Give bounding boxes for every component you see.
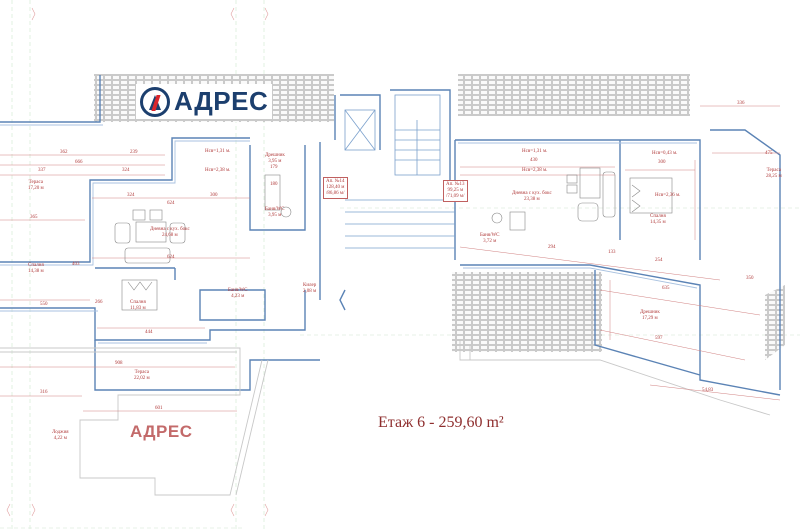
height-note: Нсв=2,38 м. <box>522 168 548 173</box>
floor-title: Етаж 6 - 259,60 m² <box>378 414 504 431</box>
dimension-text: 908 <box>115 361 123 366</box>
stair-block <box>344 94 455 249</box>
brand-logo: АДРЕС <box>136 84 273 119</box>
watermark: АДРЕС <box>130 422 193 441</box>
dimension-text: 597 <box>655 336 663 341</box>
walls-inner <box>0 124 698 344</box>
dimension-lines <box>0 105 781 412</box>
height-note: Нсв=1,31 м. <box>522 149 548 154</box>
dimension-text: 324 <box>127 193 135 198</box>
dimension-text: 336 <box>737 101 745 106</box>
dimension-text: 180 <box>270 182 278 187</box>
height-note: Нсв=2,36 м. <box>655 193 681 198</box>
dimension-text: 324 <box>122 168 130 173</box>
dimension-text: 365 <box>30 215 38 220</box>
walls <box>0 75 781 396</box>
dimension-text: 403 <box>72 262 80 267</box>
dimension-text: 635 <box>662 286 670 291</box>
dimension-text: 337 <box>38 168 46 173</box>
dimension-text: 300 <box>658 160 666 165</box>
dimension-text: 362 <box>60 150 68 155</box>
dimension-text: 254 <box>655 258 663 263</box>
dimension-text: 54,83 <box>702 388 714 393</box>
dimension-text: 550 <box>40 302 48 307</box>
dimension-text: 179 <box>270 165 278 170</box>
dimension-text: 475 <box>765 151 773 156</box>
terrace-outline <box>0 340 771 496</box>
height-note: Нсв=0,43 м. <box>652 151 678 156</box>
height-note: Нсв=2,38 м. <box>205 168 231 173</box>
dimension-text: 266 <box>95 300 103 305</box>
dimension-text: 316 <box>40 390 48 395</box>
dimension-text: 624 <box>167 201 175 206</box>
dimension-text: 624 <box>167 255 175 260</box>
dimension-text: 666 <box>75 160 83 165</box>
dimension-text: 350 <box>746 276 754 281</box>
logo-a-icon <box>140 86 170 117</box>
roof-tiles-top-right <box>458 74 690 116</box>
dimension-text: 444 <box>145 330 153 335</box>
dimension-text: 133 <box>608 250 616 255</box>
roof-tiles-bottom <box>452 272 602 352</box>
logo-text: АДРЕС <box>174 86 269 116</box>
height-note: Нсв=1,31 м. <box>205 149 231 154</box>
dimension-text: 239 <box>130 150 138 155</box>
dimension-text: 294 <box>548 245 556 250</box>
apartment-tag-13: Ап. №13 99,25 м /71,09 м/ <box>443 180 468 202</box>
furniture <box>114 167 673 311</box>
dimension-text: 300 <box>210 193 218 198</box>
dimension-text: 601 <box>155 406 163 411</box>
axis-markers <box>6 7 269 517</box>
apartment-tag-14: Ап. №14 128,40 м /86,86 м/ <box>323 177 348 199</box>
roof-tiles-right-edge <box>765 285 785 360</box>
dimension-text: 430 <box>530 158 538 163</box>
